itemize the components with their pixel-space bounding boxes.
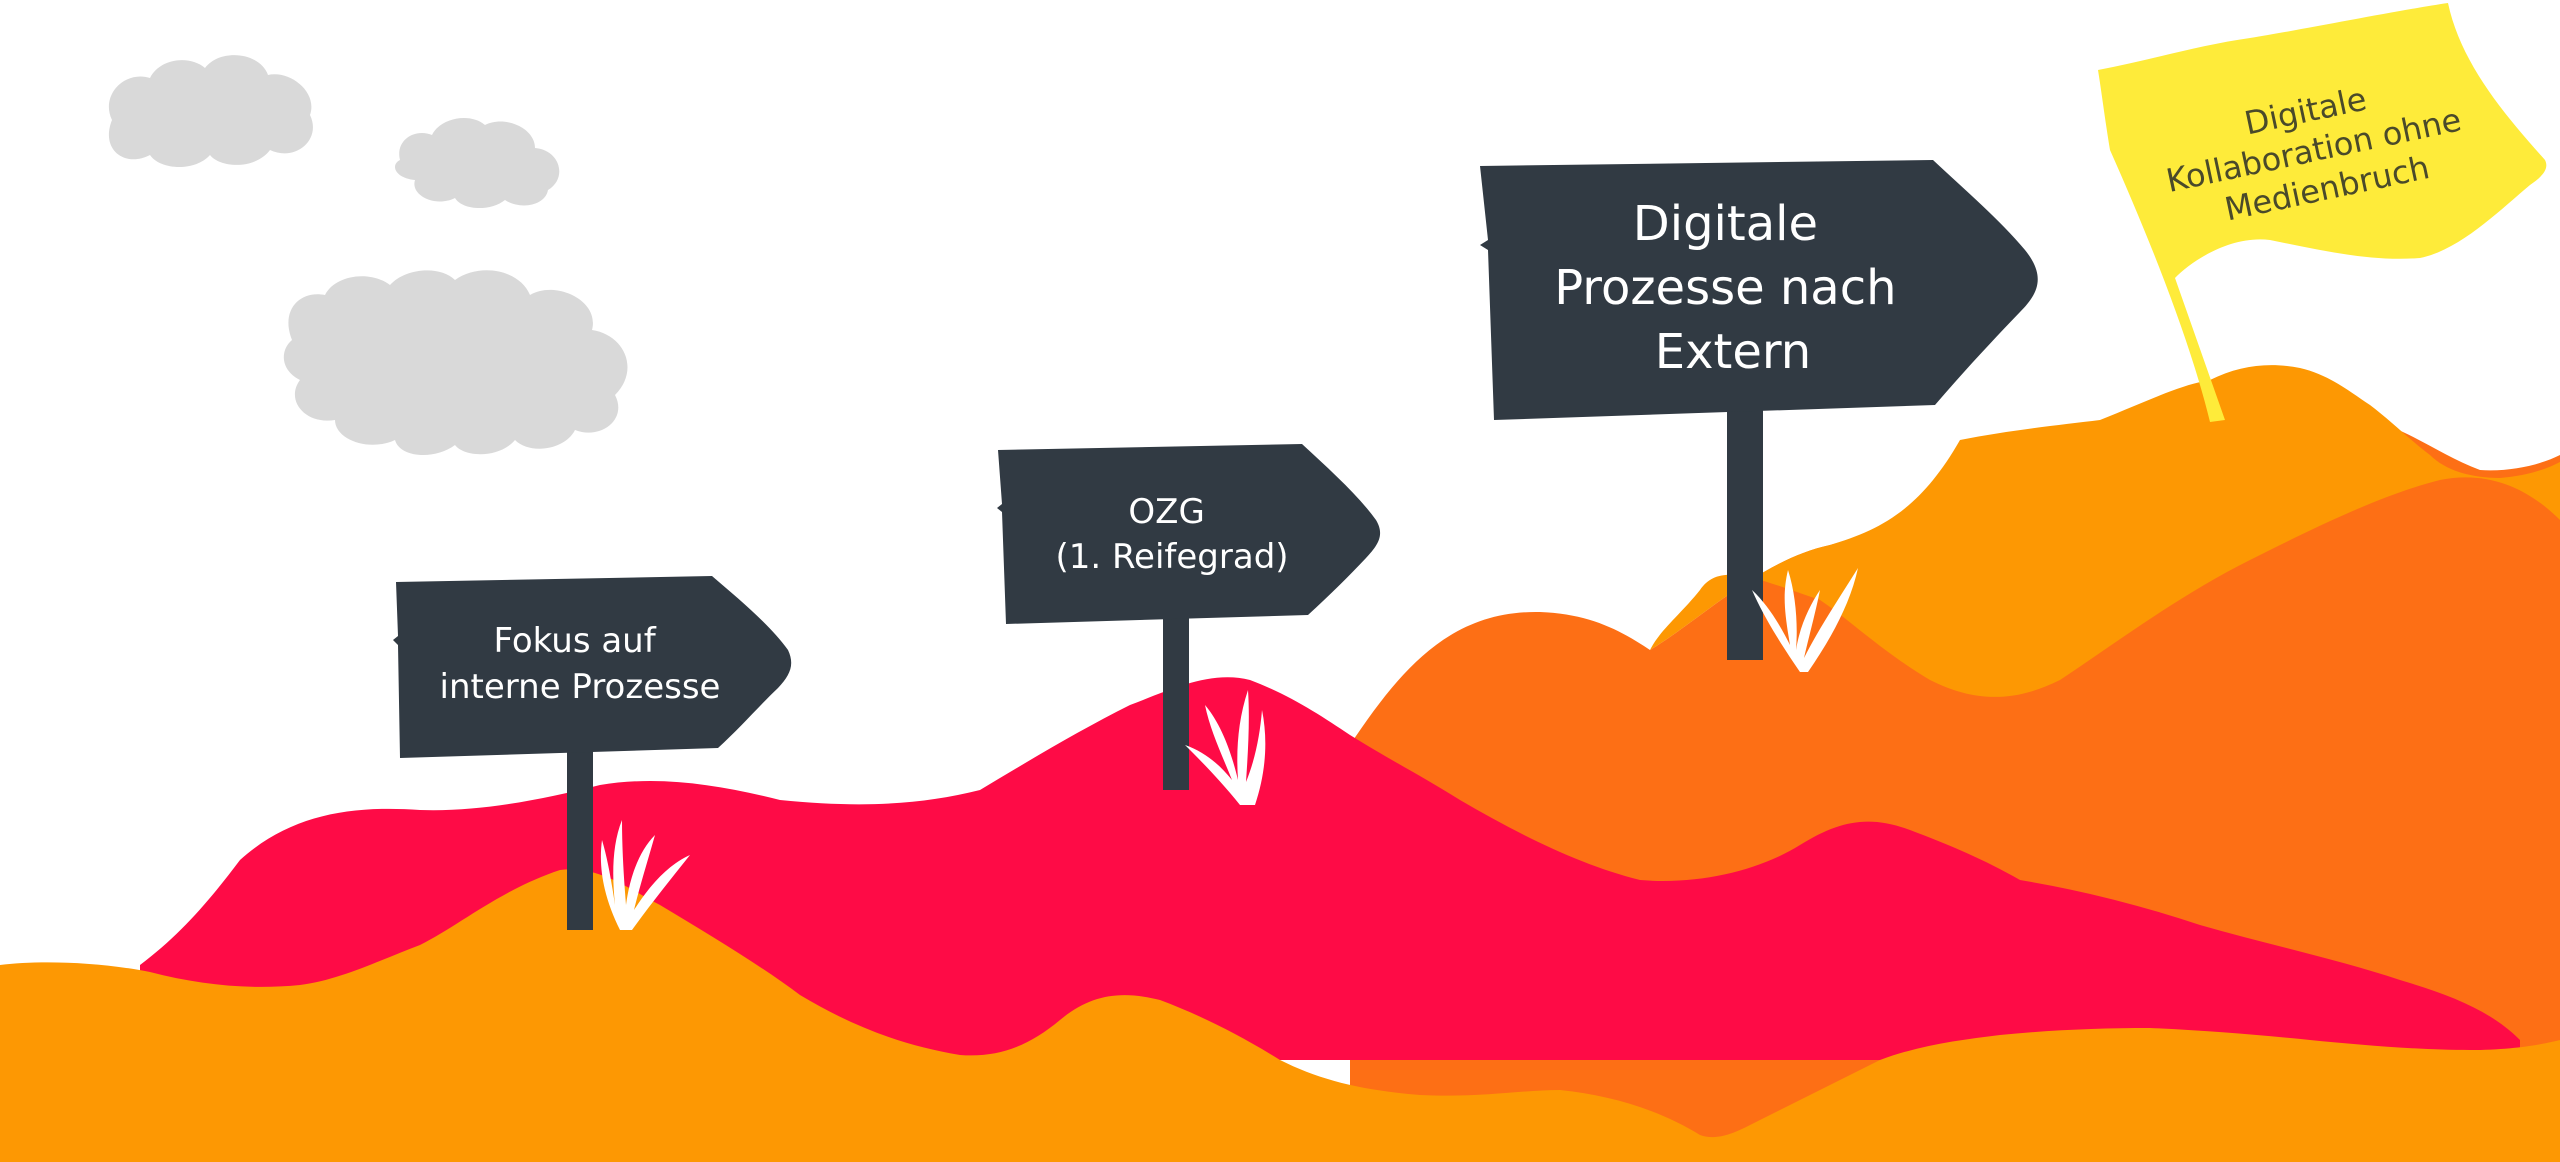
- signpost-board: [393, 576, 792, 758]
- hill-front-orange: [0, 869, 2560, 1162]
- sign-3-line-3: Extern: [1655, 324, 1811, 380]
- cloud-icon: [395, 117, 560, 209]
- svg-text:Digitale Prozesse nach: Digitale Prozesse nach Extern: [1554, 196, 1912, 380]
- cloud-icon: [283, 270, 628, 456]
- signpost-pole: [1727, 400, 1763, 660]
- goal-flag: Digitale Kollaboration ohne Medienbruch: [2098, 3, 2547, 422]
- sign-1-line-2: interne Prozesse: [440, 667, 721, 707]
- hill-upper-orange: [1650, 365, 2560, 697]
- grass-tufts: [600, 568, 1858, 930]
- sign-3-line-2: Prozesse nach: [1554, 260, 1896, 316]
- signpost-pole: [1163, 600, 1189, 790]
- sign-2-line-2: (1. Reifegrad): [1055, 537, 1288, 577]
- sign-1-line-1: Fokus auf: [493, 621, 656, 661]
- sign-3-line-1: Digitale: [1633, 196, 1818, 252]
- signpost-board: [1480, 160, 2038, 420]
- signpost-pole: [567, 735, 593, 930]
- grass-tuft-icon: [600, 820, 690, 930]
- svg-text:Fokus auf interne Prozes: Fokus auf interne Prozesse: [440, 621, 721, 707]
- signpost-board: [997, 444, 1381, 624]
- grass-tuft-icon: [1185, 690, 1266, 805]
- signpost-digitale-prozesse-nach-extern: Digitale Prozesse nach Extern: [1480, 160, 2038, 660]
- sign-2-line-1: OZG: [1128, 492, 1204, 532]
- clouds: [108, 55, 628, 456]
- cloud-icon: [108, 55, 313, 168]
- signpost-fokus-interne-prozesse: Fokus auf interne Prozesse: [393, 576, 792, 930]
- svg-text:OZG (1. Reifegrad): OZG (1. Reifegrad): [1055, 492, 1288, 577]
- flag-icon: [2098, 3, 2547, 422]
- grass-tuft-icon: [1752, 568, 1858, 672]
- signpost-ozg: OZG (1. Reifegrad): [997, 444, 1381, 790]
